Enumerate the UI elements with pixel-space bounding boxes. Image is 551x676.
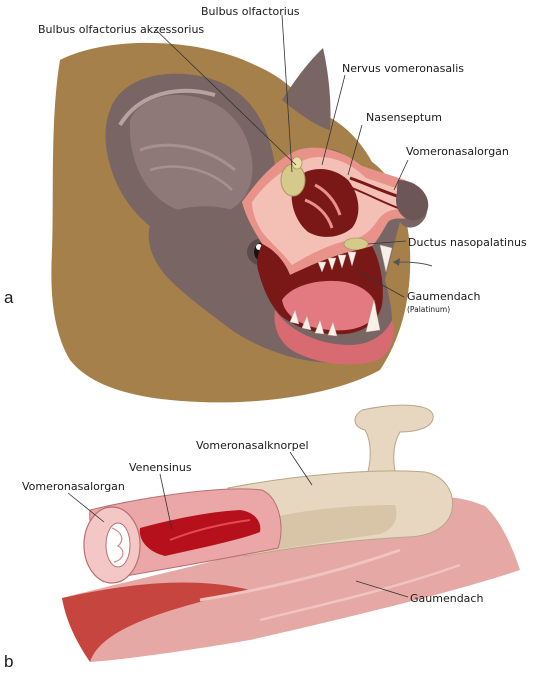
cartilage-flap <box>262 505 397 552</box>
label-gaumendach-a: Gaumendach <box>407 290 480 303</box>
lower-teeth <box>289 299 381 337</box>
tongue <box>282 280 377 331</box>
label-venensinus: Venensinus <box>129 461 192 474</box>
panel-b-leaders <box>67 451 409 598</box>
ear-highlight <box>118 88 216 127</box>
label-gaumendach-b: Gaumendach <box>410 592 483 605</box>
label-bulbus-olfactorius-akzessorius: Bulbus olfactorius akzessorius <box>38 23 204 36</box>
ear-inner <box>129 94 253 216</box>
ear-ridge-2 <box>149 165 233 191</box>
bulbus-accessory-shape <box>291 156 303 170</box>
label-vomeronasalknorpel: Vomeronasalknorpel <box>196 439 309 452</box>
panel-letter-a: a <box>4 288 14 307</box>
label-palatinum: (Palatinum) <box>407 305 450 314</box>
label-nervus-vomeronasalis: Nervus vomeronasalis <box>342 62 464 75</box>
label-vomeronasalorgan-a: Vomeronasalorgan <box>406 145 509 158</box>
palate-slab <box>62 496 520 662</box>
vno-lumen <box>105 522 131 568</box>
label-ductus-nasopalatinus: Ductus nasopalatinus <box>408 236 527 249</box>
turbinate-1 <box>314 183 342 216</box>
panel-b-illustration <box>62 404 520 662</box>
panel-a-illustration <box>51 42 433 403</box>
venous-sinus-inner <box>169 519 251 541</box>
palate-texture-1 <box>199 548 401 602</box>
ductus-shape <box>343 237 369 251</box>
palate-edge <box>62 582 250 662</box>
panel-letter-b: b <box>4 652 13 671</box>
bulbus-olfactorius-shape <box>280 163 306 197</box>
nose-tip <box>396 180 429 221</box>
upper-teeth <box>317 244 393 273</box>
nasal-cavity <box>291 168 359 237</box>
palate-texture-2 <box>259 563 461 622</box>
panel-a-leaders <box>154 14 409 298</box>
cartilage-stalk <box>354 404 434 483</box>
lower-jaw <box>274 310 394 365</box>
label-nasenseptum: Nasenseptum <box>366 111 442 124</box>
turbinate-2 <box>304 198 334 229</box>
ear-back <box>282 48 331 130</box>
ear-ridge <box>139 143 236 172</box>
vno-epithelium <box>111 527 124 563</box>
label-vomeronasalorgan-b: Vomeronasalorgan <box>22 480 125 493</box>
ductus-arrowhead <box>393 258 400 266</box>
label-bulbus-olfactorius: Bulbus olfactorius <box>201 5 300 18</box>
